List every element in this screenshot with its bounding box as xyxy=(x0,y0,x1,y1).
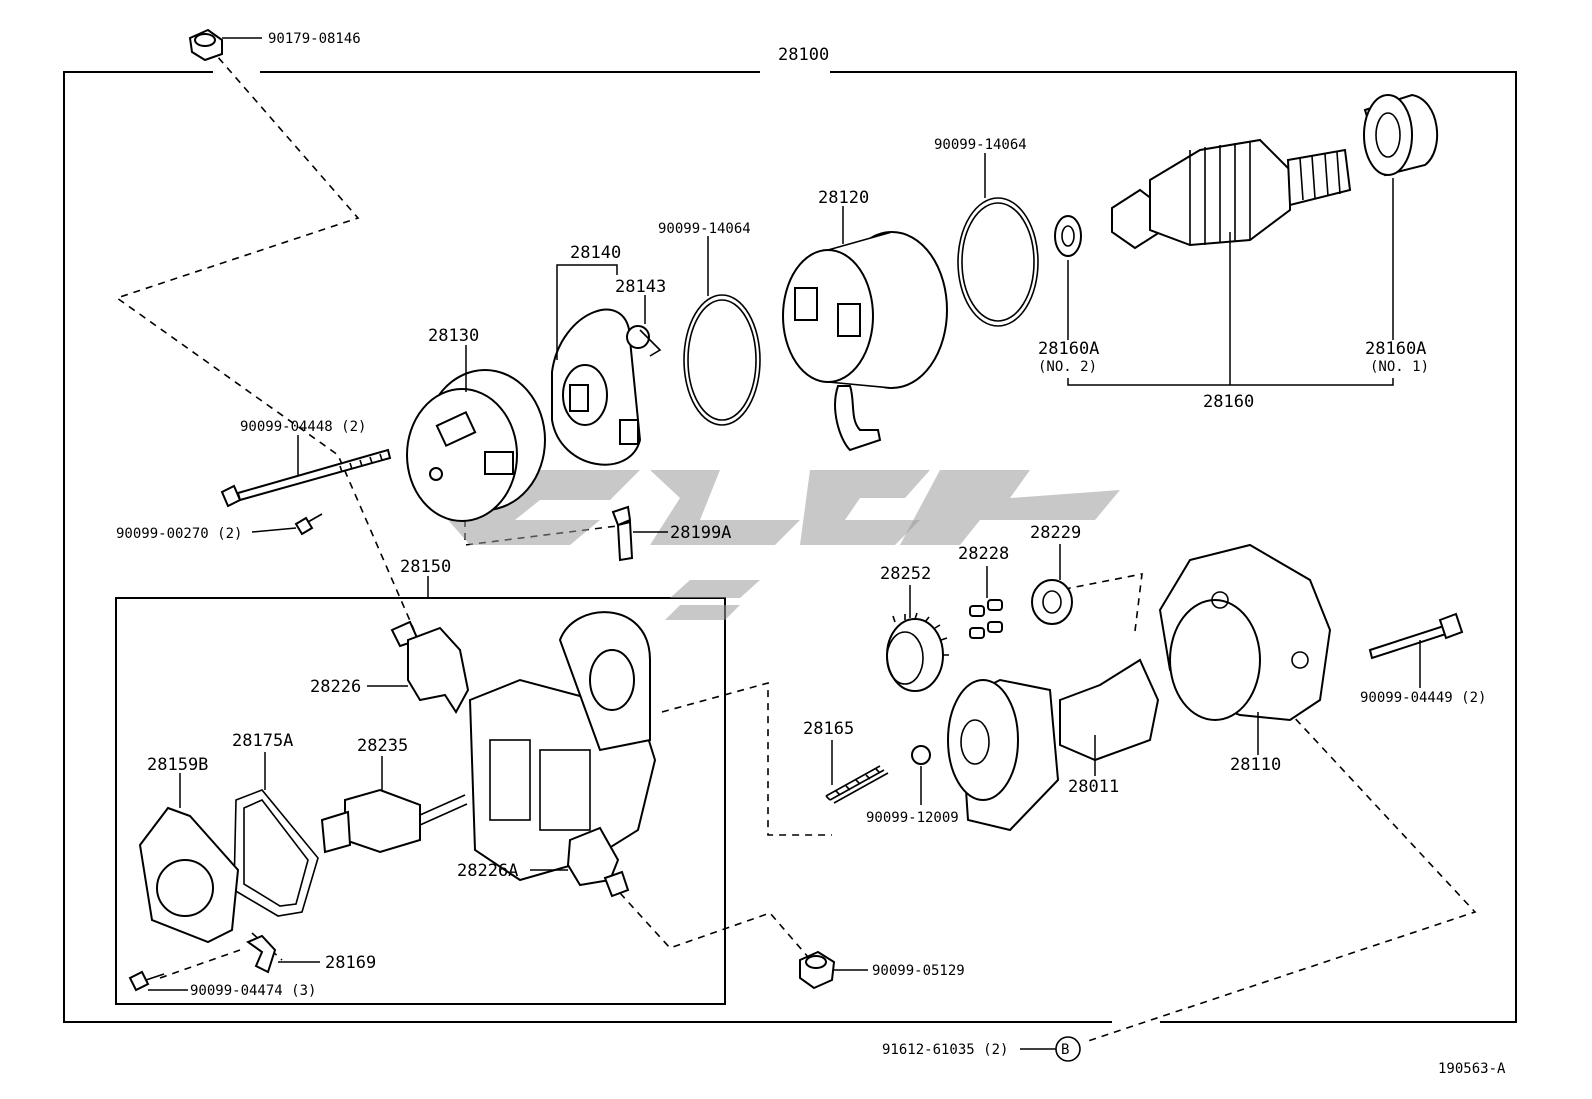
magnet-switch-housing-icon xyxy=(468,611,657,882)
label-90099-14064-right: 90099-14064 xyxy=(934,137,1027,153)
label-28159b: 28159B xyxy=(147,755,208,775)
cover-icon xyxy=(138,806,240,944)
label-28226a: 28226A xyxy=(457,861,518,881)
label-90099-00270: 90099-00270 (2) xyxy=(116,526,242,542)
through-bolt-icon xyxy=(220,448,392,508)
o-ring-icon-2 xyxy=(957,197,1039,327)
starter-housing-icon xyxy=(1158,543,1332,722)
armature-icon xyxy=(1111,138,1352,250)
spring-icon xyxy=(825,765,889,804)
bearing-icon-2 xyxy=(1363,93,1438,177)
reference-marker-label: B xyxy=(1061,1042,1069,1058)
label-no1: (NO. 1) xyxy=(1370,359,1429,375)
spring-clip-icon xyxy=(626,325,662,357)
label-28169: 28169 xyxy=(325,953,376,973)
label-28160: 28160 xyxy=(1203,392,1254,412)
label-90099-14064-left: 90099-14064 xyxy=(658,221,751,237)
starter-clutch-icon xyxy=(947,658,1160,832)
label-28160a-no2: 28160A xyxy=(1038,339,1099,359)
yoke-icon xyxy=(782,231,948,452)
label-28229: 28229 xyxy=(1030,523,1081,543)
screw-icon-2 xyxy=(128,970,165,992)
assembly-label: 28100 xyxy=(778,45,829,65)
label-28120: 28120 xyxy=(818,188,869,208)
drawing-number: 190563-A xyxy=(1438,1061,1506,1077)
gasket-icon xyxy=(233,789,319,917)
label-28175a: 28175A xyxy=(232,731,293,751)
label-90099-04448: 90099-04448 (2) xyxy=(240,419,366,435)
label-90099-05129: 90099-05129 xyxy=(872,963,965,979)
label-28011: 28011 xyxy=(1068,777,1119,797)
terminal-bolt-icon xyxy=(611,505,634,562)
steel-ball-icon xyxy=(911,745,931,765)
assembly-frame-28100 xyxy=(63,71,1517,1023)
label-28143: 28143 xyxy=(615,277,666,297)
rollers-icon xyxy=(969,599,1003,639)
label-90099-04474: 90099-04474 (3) xyxy=(190,983,316,999)
nut-icon-2 xyxy=(799,950,836,990)
end-frame-icon xyxy=(406,369,546,522)
label-28130: 28130 xyxy=(428,326,479,346)
label-28110: 28110 xyxy=(1230,755,1281,775)
label-28160a-no1: 28160A xyxy=(1365,339,1426,359)
screw-icon xyxy=(294,513,323,536)
idler-gear-icon xyxy=(886,612,949,692)
housing-bolt-icon xyxy=(1368,612,1464,660)
plunger-icon xyxy=(320,788,468,854)
label-28252: 28252 xyxy=(880,564,931,584)
label-28165: 28165 xyxy=(803,719,854,739)
nut-icon xyxy=(188,28,223,62)
label-28140: 28140 xyxy=(570,243,621,263)
label-91612-61035: 91612-61035 (2) xyxy=(882,1042,1008,1058)
bearing-icon xyxy=(1054,215,1082,257)
o-ring-icon xyxy=(683,294,761,426)
brush-holder-icon xyxy=(551,308,642,466)
retainer-icon xyxy=(1031,579,1073,625)
sub-assembly-label: 28150 xyxy=(400,557,451,577)
contact-terminal-icon xyxy=(390,620,470,714)
contact-terminal-icon-2 xyxy=(566,826,630,898)
label-90099-04449: 90099-04449 (2) xyxy=(1360,690,1486,706)
watermark-logo xyxy=(448,470,1120,620)
label-28228: 28228 xyxy=(958,544,1009,564)
label-90099-12009: 90099-12009 xyxy=(866,810,959,826)
label-28226: 28226 xyxy=(310,677,361,697)
label-28199a: 28199A xyxy=(670,523,731,543)
label-90179-08146: 90179-08146 xyxy=(268,31,361,47)
label-no2: (NO. 2) xyxy=(1038,359,1097,375)
sub-assembly-frame-28150 xyxy=(115,576,726,1005)
label-28235: 28235 xyxy=(357,736,408,756)
clip-icon xyxy=(245,934,277,974)
